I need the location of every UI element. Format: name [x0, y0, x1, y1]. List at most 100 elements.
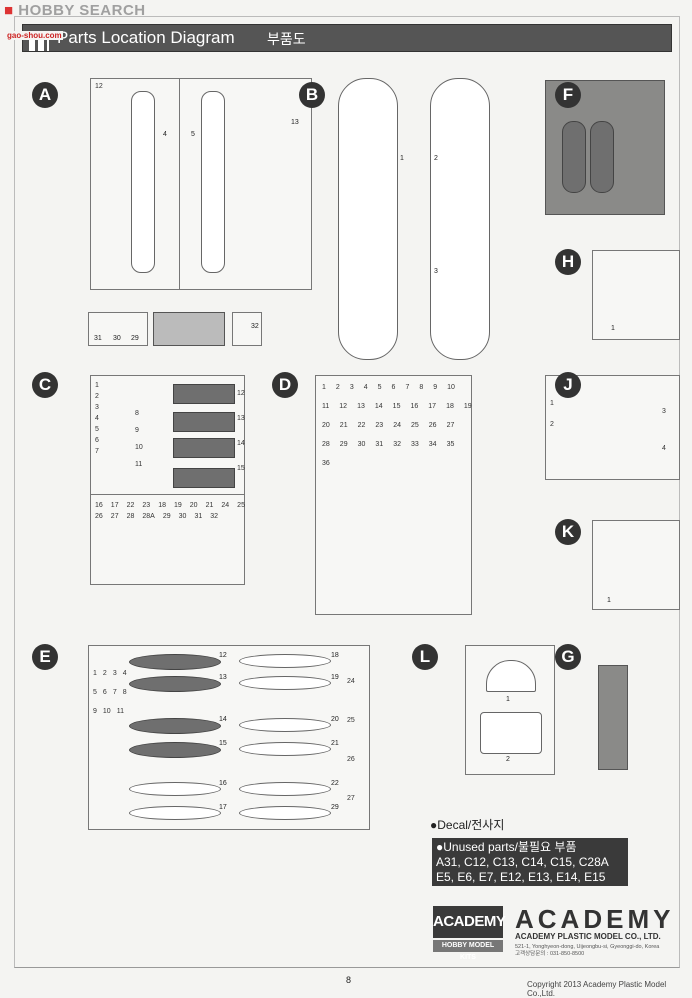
part-number: 18 — [158, 502, 166, 509]
part-number: 2 — [102, 670, 107, 677]
part-number: 9 — [93, 708, 97, 715]
part-number: 16 — [219, 780, 227, 787]
sprue-a-clear: 32 — [232, 312, 262, 346]
part-number: 3 — [434, 268, 438, 275]
badge-a: A — [32, 82, 58, 108]
part-number: 8 — [135, 410, 139, 417]
page-frame — [14, 16, 680, 968]
part-number: 12 — [219, 652, 227, 659]
part-numbers: 1 2 3 4 5 6 7 — [91, 378, 139, 459]
wing-left-part — [338, 78, 398, 360]
divider — [91, 494, 244, 495]
part-number: 13 — [357, 403, 365, 410]
watermark: ■ HOBBY SEARCH — [4, 2, 146, 19]
part-number: 11 — [116, 708, 124, 715]
part-number: 5 — [93, 689, 97, 696]
section-header: Parts Location Diagram 부품도 — [22, 24, 672, 52]
unused-parts-box: ●Unused parts/불필요 부품 A31, C12, C13, C14,… — [432, 838, 628, 886]
part-number: 20 — [322, 422, 330, 429]
part-c14 — [173, 438, 235, 458]
part-number: 5 — [377, 384, 382, 391]
part-number: 32 — [393, 441, 401, 448]
part-number: 2 — [95, 393, 99, 400]
part-number: 6 — [95, 437, 99, 444]
part-number: 13 — [219, 674, 227, 681]
company-name: ACADEMY PLASTIC MODEL CO., LTD. — [515, 932, 661, 941]
part-e15 — [129, 742, 221, 758]
part-number: 25 — [347, 717, 355, 724]
academy-brand-logo: ACADEMY — [515, 904, 675, 934]
part-number: 15 — [219, 740, 227, 747]
part-number: 9 — [433, 384, 438, 391]
part-number: 29 — [162, 513, 171, 520]
part-number: 21 — [205, 502, 214, 509]
part-number: 1 — [506, 696, 510, 703]
academy-logo-sub: HOBBY MODEL KITS — [433, 940, 503, 961]
part-number: 15 — [392, 403, 401, 410]
part-e12 — [129, 654, 221, 670]
part-e19 — [239, 676, 331, 690]
page-number: 8 — [346, 975, 352, 985]
part-number: 1 — [95, 382, 99, 389]
part-number: 2 — [434, 155, 438, 162]
watermark-text: HOBBY SEARCH — [18, 2, 146, 19]
part-e18 — [239, 654, 331, 668]
part-number: 4 — [122, 670, 127, 677]
part-number: 4 — [662, 445, 666, 452]
part-number: 21 — [331, 740, 339, 747]
sprue-a: 12 4 5 13 — [90, 78, 312, 290]
part-e17 — [129, 806, 221, 820]
badge-e: E — [32, 644, 58, 670]
part-number: 2 — [550, 421, 554, 428]
part-e21 — [239, 742, 331, 756]
part-number: 5 — [95, 426, 99, 433]
part-numbers: 12 — [91, 79, 129, 94]
page-title: Parts Location Diagram — [57, 28, 235, 47]
part-number: 8 — [419, 384, 424, 391]
part-number: 23 — [142, 502, 151, 509]
part-number: 21 — [339, 422, 348, 429]
part-number: 12 — [237, 390, 245, 397]
part-number: 35 — [446, 441, 455, 448]
part-number: 8 — [122, 689, 127, 696]
sprue-g — [598, 665, 628, 770]
part-number: 36 — [322, 460, 330, 467]
badge-g: G — [555, 644, 581, 670]
part-number: 1 — [400, 155, 404, 162]
part-numbers: 8 9 10 11 — [131, 406, 169, 472]
part-number: 15 — [237, 465, 245, 472]
part-number: 3 — [112, 670, 117, 677]
phone-line: 고객상담문의 : 031-850-8500 — [515, 951, 585, 957]
part-number: 11 — [135, 461, 143, 468]
part-number: 13 — [237, 415, 245, 422]
part-number: 19 — [463, 403, 472, 410]
badge-b: B — [299, 82, 325, 108]
part-number: 31 — [375, 441, 384, 448]
part-number: 3 — [95, 404, 99, 411]
clear-sprue-l: 1 2 — [465, 645, 555, 775]
part-number: 17 — [110, 502, 119, 509]
part-number: 18 — [446, 403, 454, 410]
copyright: Copyright 2013 Academy Plastic Model Co.… — [527, 980, 667, 998]
part-number: 30 — [178, 513, 187, 520]
drop-tank-part — [562, 121, 586, 193]
part-numbers: 16 17 22 23 18 19 20 21 24 25 26 27 28 2… — [91, 498, 249, 524]
page-title-korean: 부품도 — [267, 31, 306, 47]
part-e13 — [129, 676, 221, 692]
part-number: 27 — [446, 422, 455, 429]
part-number: 10 — [447, 384, 455, 391]
propeller-h: 1 — [592, 250, 680, 340]
windscreen-part — [480, 712, 542, 754]
company-address: 521-1, Yonghyeon-dong, Uijeongbu-si, Gye… — [515, 944, 659, 958]
propeller-k: 1 — [592, 520, 680, 610]
part-number: 19 — [173, 502, 182, 509]
part-number: 20 — [331, 716, 339, 723]
part-number: 14 — [237, 440, 245, 447]
badge-d: D — [272, 372, 298, 398]
part-number: 26 — [347, 756, 355, 763]
part-number: 5 — [191, 131, 195, 138]
